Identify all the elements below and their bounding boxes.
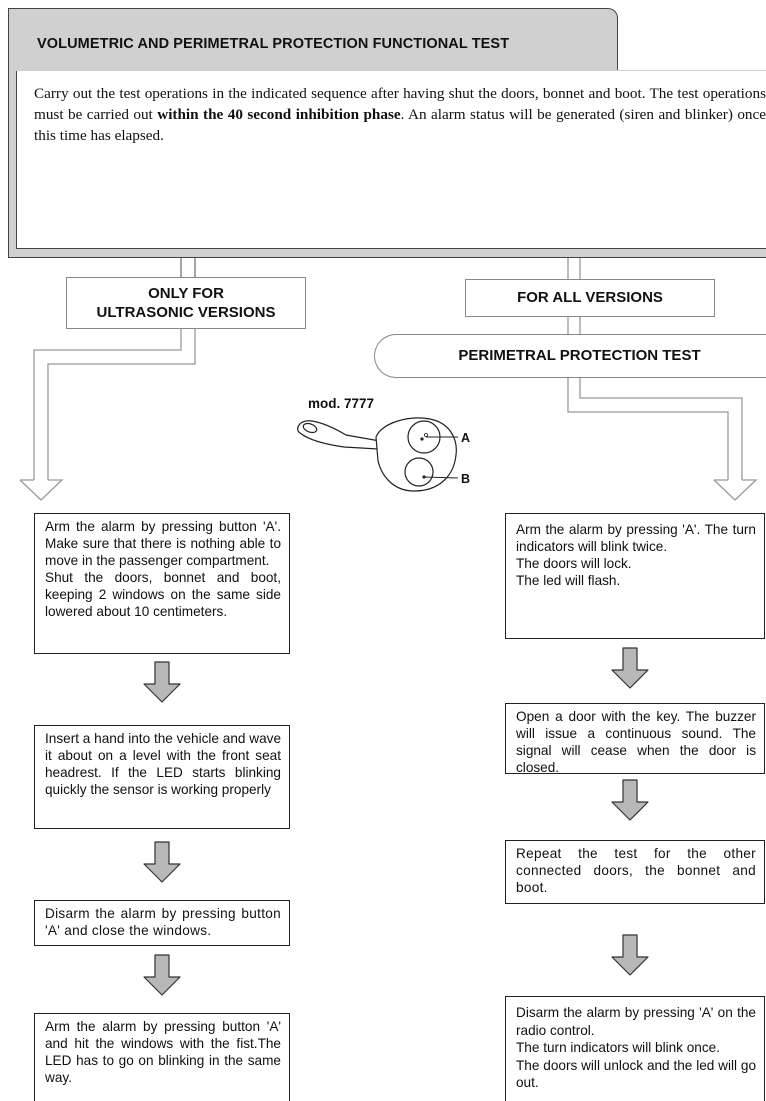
down-arrow-icon [143,841,181,883]
keyfob-icon [297,417,459,492]
step-text: Disarm the alarm by pressing 'A' on the … [516,1005,756,1090]
intro-text-part: Carry out the test operations in the ind… [34,85,766,123]
intro-text-bold: within the 40 second inhibition phase [157,106,401,123]
ultrasonic-step-2: Insert a hand into the vehicle and wave … [34,725,290,829]
left-connector-top [180,258,196,277]
ultrasonic-step-4: Arm the alarm by pressing button 'A' and… [34,1013,290,1101]
perimetral-step-3: Repeat the test for the other connected … [505,840,765,904]
ultrasonic-versions-label: ONLY FOR ULTRASONIC VERSIONS [66,277,306,329]
title-tab: VOLUMETRIC AND PERIMETRAL PROTECTION FUN… [8,8,618,70]
ultrasonic-step-3: Disarm the alarm by pressing button 'A' … [34,900,290,946]
down-arrow-icon [611,647,649,689]
down-arrow-icon [143,661,181,703]
label-line: ULTRASONIC VERSIONS [96,304,276,321]
page-title: VOLUMETRIC AND PERIMETRAL PROTECTION FUN… [37,36,510,52]
perimetral-step-2: Open a door with the key. The buzzer wil… [505,703,765,775]
button-a-label: A [461,431,471,445]
step-text: Arm the alarm by pressing button 'A' and… [45,1019,281,1085]
down-arrow-icon [611,779,649,821]
right-connector-top [567,258,581,334]
intro-text: Carry out the test operations in the ind… [34,83,766,146]
right-path [567,378,758,501]
button-b-label: B [461,472,471,486]
intro-panel [16,71,766,249]
left-path [19,329,196,501]
down-arrow-icon [143,954,181,996]
step-text: Arm the alarm by pressing button 'A'. Ma… [45,519,281,619]
intro-text-part: . An alarm status will be generated (sir… [34,106,766,144]
all-versions-label: FOR ALL VERSIONS [465,279,715,317]
down-arrow-icon [611,934,649,976]
label-line: ONLY FOR [148,285,224,302]
step-text: Open a door with the key. The buzzer wil… [516,709,756,775]
step-text: Disarm the alarm by pressing button 'A' … [45,906,281,938]
step-text: Repeat the test for the other connected … [516,846,756,895]
perimetral-step-1: Arm the alarm by pressing 'A'. The turn … [505,513,765,639]
perimetral-test-label: PERIMETRAL PROTECTION TEST [374,334,766,378]
perimetral-step-4: Disarm the alarm by pressing 'A' on the … [505,996,765,1101]
step-text: Insert a hand into the vehicle and wave … [45,731,281,797]
ultrasonic-step-1: Arm the alarm by pressing button 'A'. Ma… [34,513,290,654]
step-text: Arm the alarm by pressing 'A'. The turn … [516,522,756,588]
model-label: mod. 7777 [308,396,375,411]
